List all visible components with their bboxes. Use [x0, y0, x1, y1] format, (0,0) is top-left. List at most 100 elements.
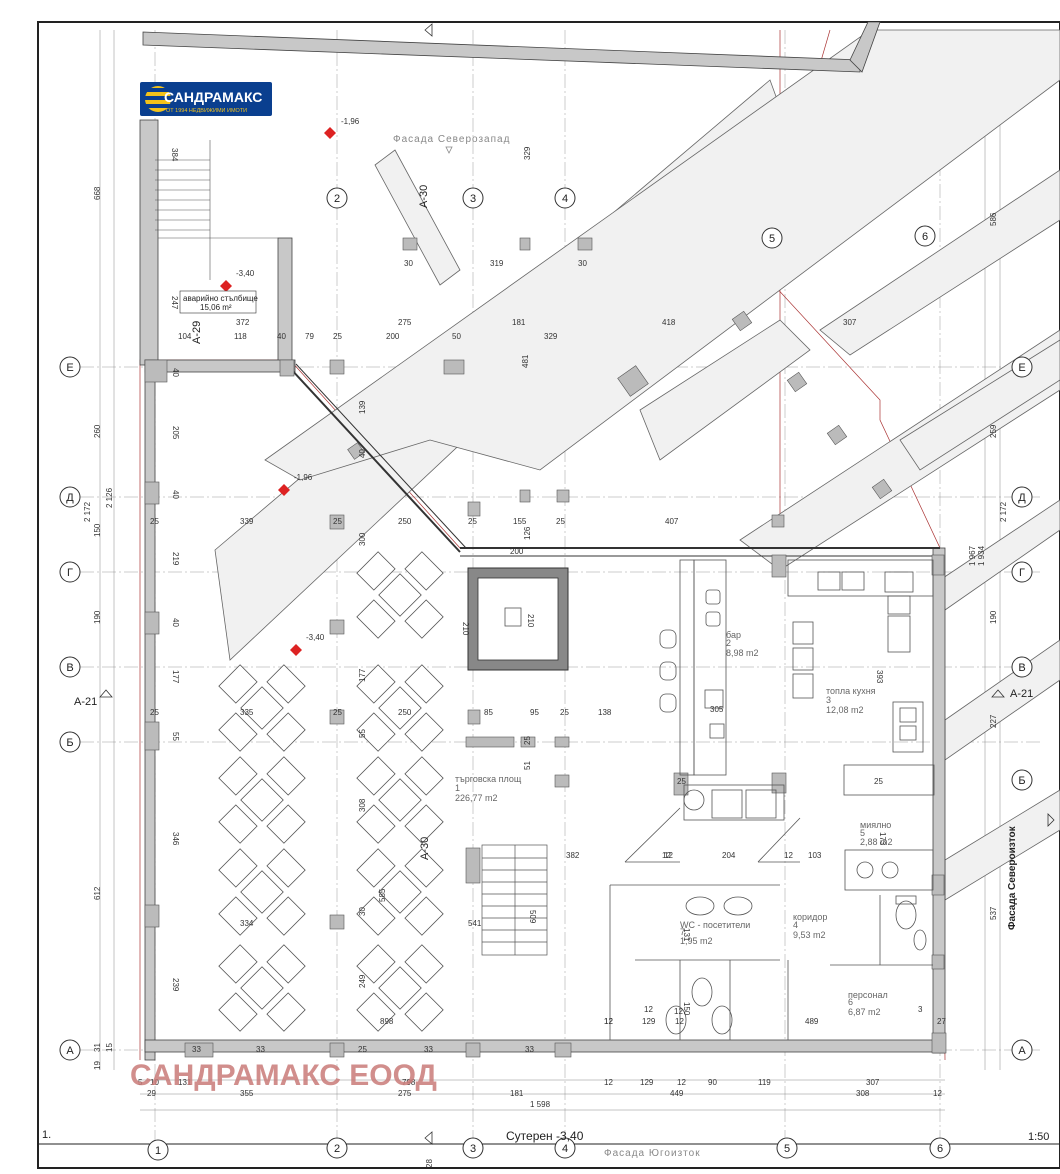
- dim-text: 12: [674, 1007, 683, 1016]
- logo-name: САНДРАМАКС: [164, 89, 262, 105]
- dim-text: 29: [147, 1089, 156, 1098]
- company-logo: [140, 82, 272, 116]
- grid-label: В: [1018, 662, 1025, 674]
- dim-text: 5: [138, 1078, 143, 1087]
- room-number: 1: [455, 783, 460, 793]
- dim-text: 407: [665, 517, 679, 526]
- dim-text: 25: [677, 777, 686, 786]
- dim-text: 25: [874, 777, 883, 786]
- level-label: -1,96: [341, 117, 360, 126]
- dim-text: 33: [256, 1045, 265, 1054]
- dim-text: 382: [566, 851, 580, 860]
- room-area: 2,88 m2: [860, 837, 893, 847]
- dim-text: 25: [556, 517, 565, 526]
- room-number: 5: [860, 828, 865, 838]
- dim-text: 155: [513, 517, 527, 526]
- grid-label: 3: [470, 193, 476, 205]
- dim-text: 12: [675, 1017, 684, 1026]
- dim-text: 537: [989, 906, 998, 920]
- columns: [144, 237, 947, 1058]
- room-label: [179, 290, 257, 314]
- dim-text: 204: [722, 851, 736, 860]
- dim-text: 335: [240, 708, 254, 717]
- dim-text: 200: [510, 547, 524, 556]
- dim-text: 129: [640, 1078, 654, 1087]
- dim-text: 55: [358, 729, 367, 738]
- table-groups: [218, 551, 444, 1032]
- grid-label: Б: [66, 737, 73, 749]
- section-label: А-21: [1010, 688, 1033, 700]
- section-label: А-30: [419, 837, 431, 860]
- dim-text: 308: [856, 1089, 870, 1098]
- section-label: А-30: [418, 185, 430, 208]
- dim-text: 898: [380, 1017, 394, 1026]
- dim-text: 85: [484, 708, 493, 717]
- bar-kitchen: [609, 559, 935, 1040]
- grid-label: 2: [334, 193, 340, 205]
- dim-text: 25: [333, 708, 342, 717]
- dim-text: 260: [93, 424, 102, 438]
- level-markers: [220, 127, 336, 656]
- dim-text: 95: [530, 708, 539, 717]
- room-name: топла кухня: [826, 686, 876, 696]
- dim-text: 3: [918, 1005, 923, 1014]
- dim-text: 2 126: [105, 487, 114, 508]
- dim-text: 2 172: [83, 501, 92, 522]
- dim-text: 275: [398, 1089, 412, 1098]
- room-number: 7: [680, 927, 685, 937]
- interior-stair: [481, 844, 548, 956]
- dim-text: 25: [523, 736, 532, 745]
- dim-text: 2 172: [999, 501, 1008, 522]
- dim-text: 585: [378, 888, 387, 902]
- section-label: А-21: [74, 696, 97, 708]
- dim-text: 25: [333, 332, 342, 341]
- dim-text: 334: [240, 919, 254, 928]
- dim-text: 138: [598, 708, 612, 717]
- dim-text: 27: [937, 1017, 946, 1026]
- dim-text: 305: [710, 705, 724, 714]
- room-area: 9,53 m2: [793, 930, 826, 940]
- dim-text: 173: [878, 832, 887, 846]
- room-name: персонал: [848, 990, 888, 1000]
- dim-text: 200: [386, 332, 400, 341]
- grid-label: Д: [66, 492, 74, 504]
- grid-label: А: [1018, 1045, 1026, 1057]
- grid-label: В: [66, 662, 73, 674]
- dim-text: 55: [171, 732, 180, 741]
- grid-label: 4: [562, 193, 568, 205]
- level-label: -3,40: [236, 269, 255, 278]
- dim-text: 798: [402, 1078, 416, 1087]
- dim-text: 19: [93, 1061, 102, 1070]
- dim-text: 177: [358, 668, 367, 682]
- grid-label: 6: [937, 1143, 943, 1155]
- dim-text: 275: [398, 318, 412, 327]
- dim-text: 346: [171, 832, 180, 846]
- section-markers: [99, 23, 1055, 1145]
- room-name: WC - посетители: [680, 920, 750, 930]
- dim-text: 104: [178, 332, 192, 341]
- facade-label-southeast: Фасада Югоизток: [604, 1148, 701, 1159]
- sheet-border: [37, 21, 1060, 1169]
- dim-text: 181: [510, 1089, 524, 1098]
- dim-text: 393: [875, 670, 884, 684]
- dim-text: 33: [192, 1045, 201, 1054]
- dim-text: 449: [670, 1089, 684, 1098]
- dim-text: 12: [677, 1078, 686, 1087]
- dim-text: 12: [604, 1078, 613, 1087]
- logo-tagline: ОТ 1994 НЕДВИЖИМИ ИМОТИ: [166, 108, 247, 114]
- dim-text: 10: [150, 1078, 159, 1087]
- sheet-number: 1.: [42, 1129, 51, 1141]
- room-name: аварийно стълбище: [183, 294, 258, 303]
- dim-text: 177: [171, 670, 180, 684]
- dim-text: 131: [682, 928, 691, 942]
- dim-text: 40: [171, 490, 180, 499]
- grid-label: 1: [155, 1145, 161, 1157]
- dim-text: 239: [171, 978, 180, 992]
- dim-text: 51: [523, 761, 532, 770]
- room-name: бар: [726, 630, 741, 640]
- dim-text: 249: [358, 974, 367, 988]
- dim-text: 131: [178, 1078, 192, 1087]
- dim-text: 307: [866, 1078, 880, 1087]
- north-wall-corner: [849, 21, 881, 73]
- dim-text: 12: [644, 1005, 653, 1014]
